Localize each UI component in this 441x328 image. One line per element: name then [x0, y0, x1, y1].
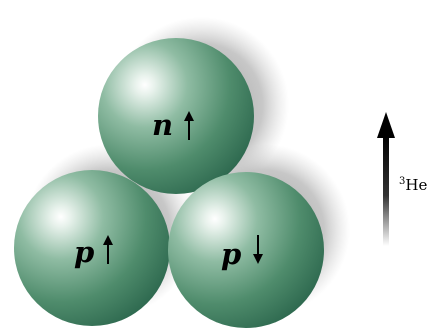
- proton-right-label: p: [221, 235, 263, 271]
- nucleon-spheres: [14, 38, 324, 328]
- proton-left-symbol: p: [74, 235, 94, 269]
- neutron-symbol: n: [152, 108, 173, 142]
- he3-mass-number: 3: [399, 176, 405, 187]
- proton-left-spin-up-arrow-icon: [103, 235, 113, 264]
- proton-sphere-left: [14, 170, 170, 326]
- proton-right-spin-down-arrow-icon: [253, 235, 263, 264]
- he3-spin-arrow-icon: [377, 112, 395, 246]
- proton-left-label: p: [74, 235, 113, 269]
- proton-right-symbol: p: [221, 237, 241, 271]
- neutron-sphere: [98, 38, 254, 194]
- proton-sphere-right: [168, 172, 324, 328]
- neutron-spin-up-arrow-icon: [184, 111, 194, 140]
- he3-element-symbol: He: [405, 176, 427, 194]
- neutron-label: n: [152, 108, 194, 142]
- he3-label: 3He: [399, 176, 427, 194]
